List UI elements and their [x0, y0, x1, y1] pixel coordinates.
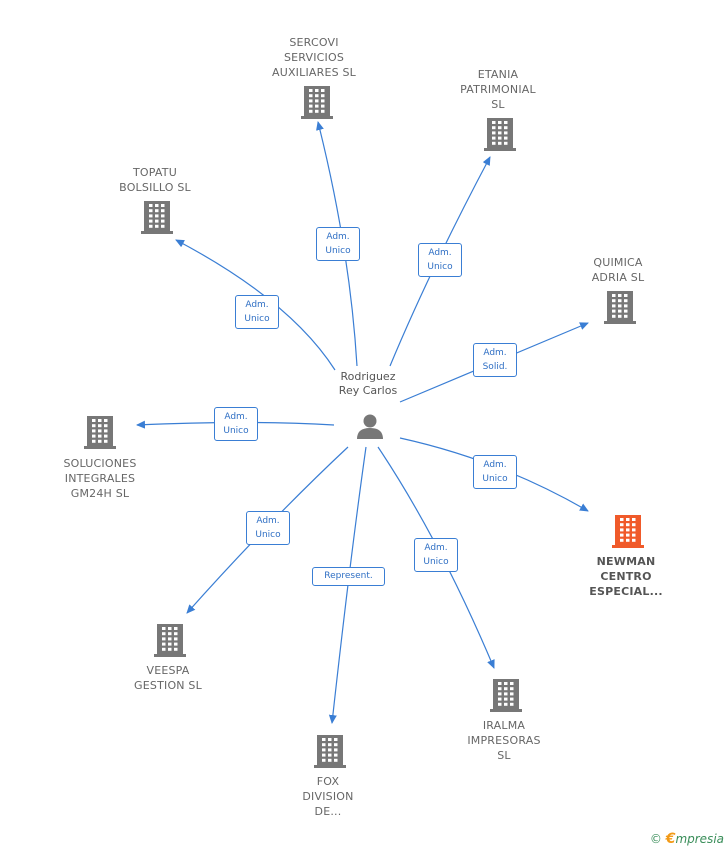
brand-e: € [665, 831, 676, 847]
building-icon-newman[interactable] [612, 515, 644, 548]
building-icon-quimica[interactable] [604, 291, 636, 324]
company-label-topatu[interactable]: TOPATU BOLSILLO SL [119, 166, 191, 194]
role-badge-newman: Adm. Unico [473, 455, 517, 489]
company-label-sercovi[interactable]: SERCOVI SERVICIOS AUXILIARES SL [271, 36, 357, 79]
company-label-etania[interactable]: ETANIA PATRIMONIAL SL [460, 68, 536, 111]
center-person-label: Rodriguez Rey Carlos [338, 370, 398, 397]
building-icon-etania[interactable] [484, 118, 516, 151]
company-label-newman[interactable]: NEWMAN CENTRO ESPECIAL... [589, 555, 663, 598]
building-icon-topatu[interactable] [141, 201, 173, 234]
company-label-veespa[interactable]: VEESPA GESTION SL [134, 664, 202, 692]
building-icon-soluciones[interactable] [84, 416, 116, 449]
company-label-soluciones[interactable]: SOLUCIONES INTEGRALES GM24H SL [63, 457, 137, 500]
person-icon[interactable] [357, 414, 383, 440]
role-badge-soluciones: Adm. Unico [214, 407, 258, 441]
role-badge-sercovi: Adm. Unico [316, 227, 360, 261]
building-icon-sercovi[interactable] [301, 86, 333, 119]
building-icon-veespa[interactable] [154, 624, 186, 657]
building-icon-fox[interactable] [314, 735, 346, 768]
company-label-quimica[interactable]: QUIMICA ADRIA SL [591, 256, 645, 284]
brand-logo: © €mpresia [650, 831, 724, 847]
company-label-fox[interactable]: FOX DIVISION DE... [302, 775, 354, 818]
role-badge-veespa: Adm. Unico [246, 511, 290, 545]
role-badge-etania: Adm. Unico [418, 243, 462, 277]
role-badge-fox: Represent. [312, 567, 385, 586]
building-icon-iralma[interactable] [490, 679, 522, 712]
role-badge-iralma: Adm. Unico [414, 538, 458, 572]
role-badge-quimica: Adm. Solid. [473, 343, 517, 377]
copyright-symbol: © [649, 832, 662, 846]
role-badge-topatu: Adm. Unico [235, 295, 279, 329]
brand-name: mpresia [675, 832, 724, 846]
company-label-iralma[interactable]: IRALMA IMPRESORAS SL [467, 719, 541, 762]
